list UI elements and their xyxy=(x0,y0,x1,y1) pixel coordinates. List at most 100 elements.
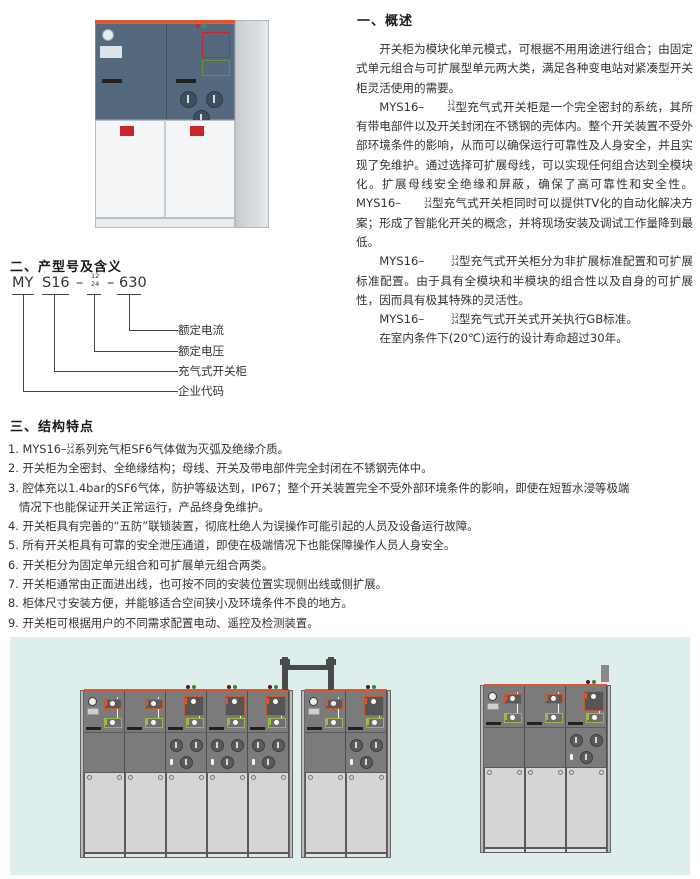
bus-connector xyxy=(326,659,336,665)
leader-line xyxy=(94,294,95,351)
unit-cable-door xyxy=(484,767,525,848)
fuse-holder-icon xyxy=(252,739,265,752)
switchgear-unit-fuse-combination xyxy=(566,679,607,853)
switch-flag-icon xyxy=(228,719,230,725)
switch-flag-icon xyxy=(546,695,548,701)
unit-cable-door xyxy=(305,772,346,853)
extensible-lineup-a xyxy=(80,684,293,860)
fuse-indicator-icon xyxy=(570,754,573,760)
door-screw-icon xyxy=(338,775,343,780)
end-cap xyxy=(387,690,391,858)
nameplate xyxy=(100,46,122,58)
pressure-gauge-icon xyxy=(102,29,114,41)
earth-switch-box xyxy=(202,60,230,76)
earth-switch-indicator xyxy=(586,713,604,723)
switch-flag-icon xyxy=(505,714,507,720)
door-screw-icon xyxy=(87,775,92,780)
load-switch-indicator xyxy=(104,699,122,709)
end-cap xyxy=(607,685,611,853)
unit-top-strip xyxy=(484,684,525,686)
cabinet-base xyxy=(95,218,235,228)
earth-switch-indicator xyxy=(186,718,204,728)
door-screw-icon xyxy=(558,770,563,775)
cabinet-side-panel xyxy=(235,20,269,228)
switch-position-icon xyxy=(510,696,515,701)
bus-connector xyxy=(282,657,288,690)
terminal-strip xyxy=(102,79,122,83)
fuse-indicator-icon xyxy=(170,759,173,765)
unit-base xyxy=(207,853,248,858)
feature-item: 2. 开关柜为全密封、全绝缘结构；母线、开关及带电部件完全封闭在不锈钢壳体中。 xyxy=(8,461,433,476)
unit-divider xyxy=(566,727,607,728)
unit-top-strip xyxy=(207,689,248,691)
door-screw-icon xyxy=(281,775,286,780)
cabinet-control-panel xyxy=(95,23,235,127)
switch-position-icon xyxy=(273,699,278,704)
unit-base xyxy=(346,853,387,858)
unit-top-strip xyxy=(84,689,125,691)
door-screw-icon xyxy=(528,770,533,775)
bus-connector xyxy=(288,665,328,670)
leader-line xyxy=(23,391,178,392)
fuse-holder-icon xyxy=(180,756,193,769)
fuse-holder-icon xyxy=(272,739,285,752)
switch-flag-icon xyxy=(146,719,148,725)
earth-switch-indicator xyxy=(366,718,384,728)
feature-item: 7. 开关柜通常由正面进出线，也可按不同的安装位置实现侧出线或侧扩展。 xyxy=(8,577,388,592)
switch-position-icon xyxy=(591,694,596,699)
unit-base xyxy=(248,853,289,858)
fuse-holder-icon xyxy=(570,734,583,747)
door-screw-icon xyxy=(158,775,163,780)
earth-switch-indicator xyxy=(104,718,122,728)
feature-item: 8. 柜体尺寸安装方便，并能够适合空间狭小及环境条件不良的地方。 xyxy=(8,596,353,611)
fuse-holder-icon xyxy=(231,739,244,752)
overview-paragraph: 在室内条件下(20℃)运行的设计寿命超过30年。 xyxy=(379,331,628,346)
unit-divider xyxy=(84,732,125,733)
label-rated-current: 额定电流 xyxy=(178,323,224,337)
door-screw-icon xyxy=(308,775,313,780)
door-screw-icon xyxy=(599,770,604,775)
leader-line xyxy=(54,294,55,371)
load-switch-indicator xyxy=(145,699,163,709)
feature-item: 6. 开关柜分为固定单元组合和可扩展单元组合两类。 xyxy=(8,557,274,572)
busbar-drop xyxy=(338,697,339,727)
switch-position-icon xyxy=(371,699,376,704)
terminal-strip xyxy=(168,727,183,730)
feature-item: 9. 开关柜可根据用户的不同需求配置电动、遥控及检测装置。 xyxy=(8,615,319,630)
switchgear-lineup-illustration xyxy=(10,637,690,875)
fuse-indicator-icon xyxy=(211,759,214,765)
fuse-holder-icon xyxy=(370,739,383,752)
terminal-strip xyxy=(209,727,224,730)
earth-switch-indicator xyxy=(227,718,245,728)
unit-base xyxy=(566,848,607,853)
model-dash: – xyxy=(107,275,115,291)
terminal-strip xyxy=(176,79,196,83)
door-screw-icon xyxy=(569,770,574,775)
end-cap xyxy=(480,685,484,853)
green-indicator-icon xyxy=(592,680,596,684)
door-screw-icon xyxy=(487,770,492,775)
terminal-strip xyxy=(250,727,265,730)
switchgear-unit-fuse-combination xyxy=(166,684,207,858)
end-cap xyxy=(301,690,305,858)
terminal-strip xyxy=(486,722,501,725)
switch-position-icon xyxy=(274,720,279,725)
terminal-strip xyxy=(348,727,363,730)
switch-position-icon xyxy=(510,715,515,720)
unit-divider xyxy=(125,732,166,733)
leader-line xyxy=(129,294,130,330)
switch-position-icon xyxy=(331,720,336,725)
door-screw-icon xyxy=(210,775,215,780)
switch-position-icon xyxy=(192,720,197,725)
terminal-strip xyxy=(307,727,322,730)
breaker-mechanism-box xyxy=(184,696,204,716)
switch-flag-icon xyxy=(105,719,107,725)
red-indicator-icon xyxy=(227,685,231,689)
pressure-gauge-icon xyxy=(309,697,318,706)
switch-flag-icon xyxy=(585,693,587,699)
unit-top-strip xyxy=(346,689,387,691)
earth-switch-indicator xyxy=(145,718,163,728)
